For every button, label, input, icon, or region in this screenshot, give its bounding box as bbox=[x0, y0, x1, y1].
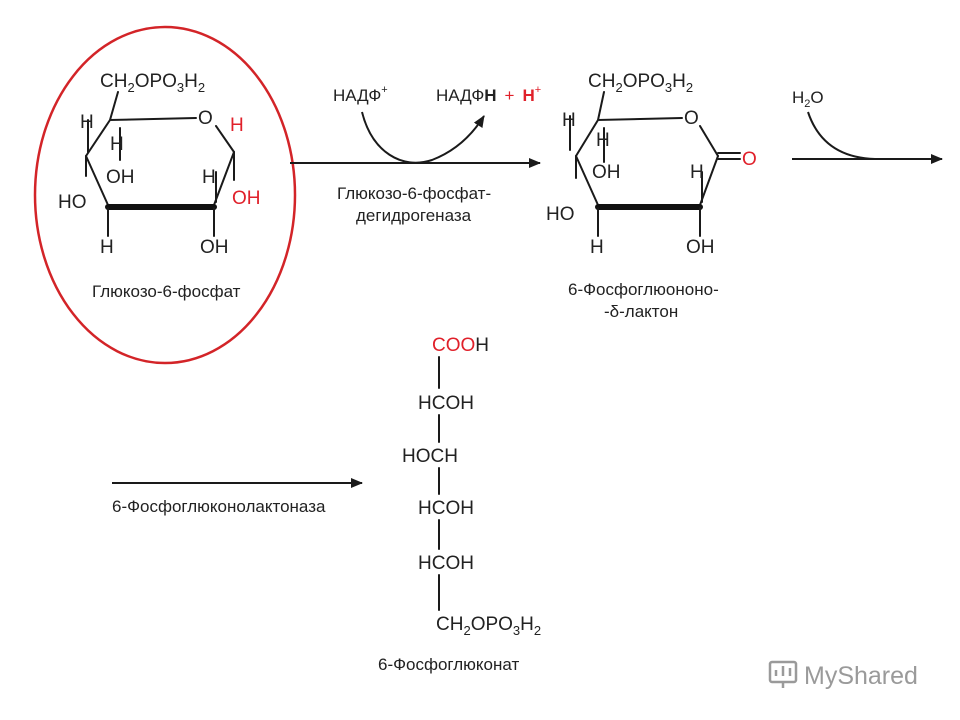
ch2opo3h2-group: CH2OPO3H2 bbox=[436, 614, 541, 638]
ring-oxygen: O bbox=[198, 108, 213, 129]
carboxyl-group: COOH bbox=[432, 335, 489, 356]
water-curved-arrow bbox=[807, 111, 876, 160]
ch2opo3h2-group: CH2OPO3H2 bbox=[588, 71, 693, 95]
phosphogluconate-structure: COOH HCOH HOCH HCOH HCOH CH2OPO3H2 6-Фос… bbox=[378, 335, 541, 674]
hydroxyl-c2: OH bbox=[200, 237, 229, 258]
hydrogen-c3: H bbox=[100, 237, 114, 258]
chain-row-c4: HCOH bbox=[418, 498, 474, 519]
phosphogluconolactone-structure: CH2OPO3H2 O O H H OH H HO H OH 6-Фосфогл… bbox=[546, 71, 757, 321]
ring-oxygen: O bbox=[684, 108, 699, 129]
ch2opo3h2-group: CH2OPO3H2 bbox=[100, 71, 205, 95]
hydroxyl-c4: HO bbox=[546, 204, 575, 225]
chain-row-c2: HCOH bbox=[418, 393, 474, 414]
enzyme-1-line-1: Глюкозо-6-фосфат- bbox=[337, 184, 491, 203]
enzyme-1-line-2: дегидрогеназа bbox=[356, 206, 472, 225]
ring-back-bonds bbox=[575, 91, 719, 157]
reaction-1: НАДФ+ НАДФН+Н+ Глюкозо-6-фосфат- дегидро… bbox=[290, 84, 541, 225]
ring-back-bonds bbox=[85, 91, 235, 157]
carbonyl-double-bond bbox=[717, 152, 741, 160]
chain-row-c5: HCOH bbox=[418, 553, 474, 574]
carbonyl-oxygen: O bbox=[742, 149, 757, 170]
lactone-label-line-1: 6-Фосфоглюононо- bbox=[568, 280, 719, 299]
hydroxyl-c4: HO bbox=[58, 192, 87, 213]
watermark: MyShared bbox=[768, 660, 918, 690]
glucose-6-phosphate-label: Глюкозо-6-фосфат bbox=[92, 282, 241, 301]
hydrogen-c4: H bbox=[596, 130, 610, 151]
hydrogen-c2: H bbox=[202, 167, 216, 188]
hydrogen-c3: H bbox=[590, 237, 604, 258]
phosphogluconate-label: 6-Фосфоглюконат bbox=[378, 655, 519, 674]
nadph-product: НАДФН+Н+ bbox=[436, 84, 541, 105]
hydrogen-c2: H bbox=[690, 162, 704, 183]
hydrogen-c4: H bbox=[110, 134, 124, 155]
nadp-oxidized: НАДФ+ bbox=[333, 84, 388, 105]
hydroxyl-c2: OH bbox=[686, 237, 715, 258]
substituent-bonds bbox=[85, 119, 235, 237]
watermark-text: MyShared bbox=[804, 662, 918, 690]
hydrogen-c5: H bbox=[80, 112, 94, 133]
ring-side-bonds bbox=[85, 151, 235, 206]
glucose-6-phosphate-structure: CH2OPO3H2 O H H H OH H HO OH H OH Глюкоз… bbox=[33, 25, 297, 365]
hydroxyl-c3: OH bbox=[592, 162, 621, 183]
water-reagent: H2O bbox=[792, 88, 824, 110]
reaction-2: H2O 6-Фосфоглюконолактоназа bbox=[112, 88, 943, 516]
anomeric-hydrogen: H bbox=[230, 115, 244, 136]
enzyme-2-label: 6-Фосфоглюконолактоназа bbox=[112, 497, 326, 516]
highlight-circle bbox=[33, 25, 297, 365]
hydrogen-c5: H bbox=[562, 110, 576, 131]
myshared-logo-icon bbox=[768, 660, 798, 688]
chain-row-c3: HOCH bbox=[402, 446, 458, 467]
substituent-bonds bbox=[569, 115, 703, 237]
cofactor-curved-arrow bbox=[361, 111, 485, 164]
hydroxyl-c3: OH bbox=[106, 167, 135, 188]
anomeric-hydroxyl: OH bbox=[232, 188, 261, 209]
lactone-label-line-2: -δ-лактон bbox=[604, 302, 678, 321]
